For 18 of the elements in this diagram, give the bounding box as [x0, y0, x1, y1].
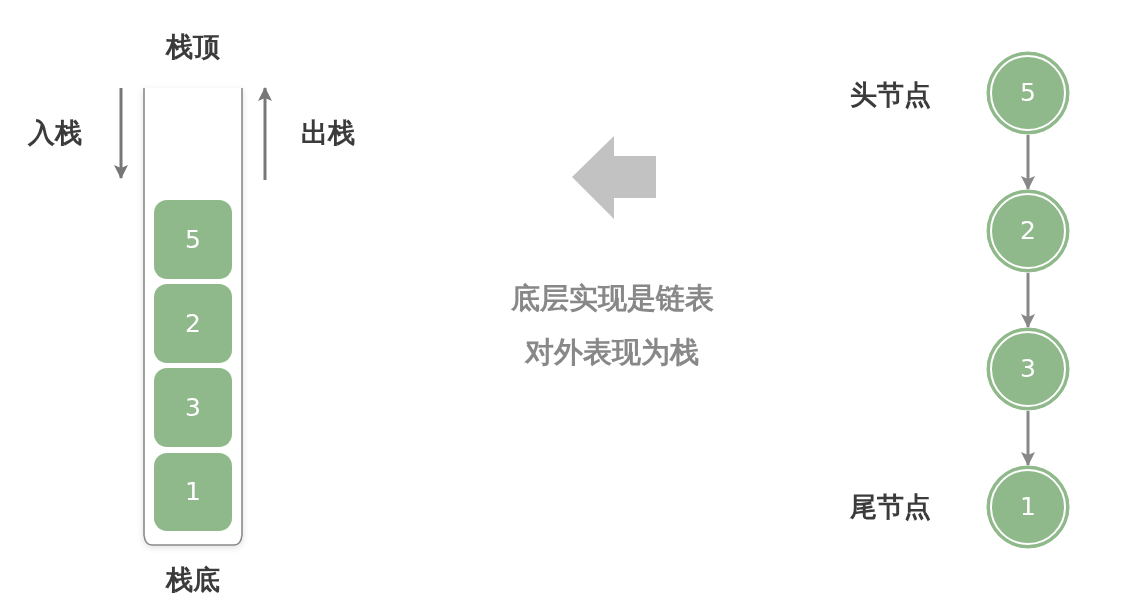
pop-label: 出栈 [301, 117, 355, 149]
stack-item: 5 [154, 200, 232, 279]
stack-item: 1 [154, 453, 232, 531]
list-node: 1 [986, 465, 1070, 549]
list-node: 2 [986, 189, 1070, 273]
arrow [1021, 273, 1035, 328]
description-text: 底层实现是链表对外表现为栈 [509, 280, 715, 371]
list-node: 5 [986, 51, 1070, 135]
push-label: 入栈 [28, 117, 82, 149]
stack-item: 3 [154, 368, 232, 447]
stack-top-label: 栈顶 [166, 31, 220, 63]
arrow [1021, 411, 1035, 466]
list-node: 3 [986, 327, 1070, 411]
arrow [1021, 135, 1035, 190]
node-caption: 头节点 [849, 79, 931, 111]
node-caption: 尾节点 [849, 491, 931, 523]
stack-bottom-label: 栈底 [166, 564, 220, 596]
stack-item: 2 [154, 284, 232, 363]
